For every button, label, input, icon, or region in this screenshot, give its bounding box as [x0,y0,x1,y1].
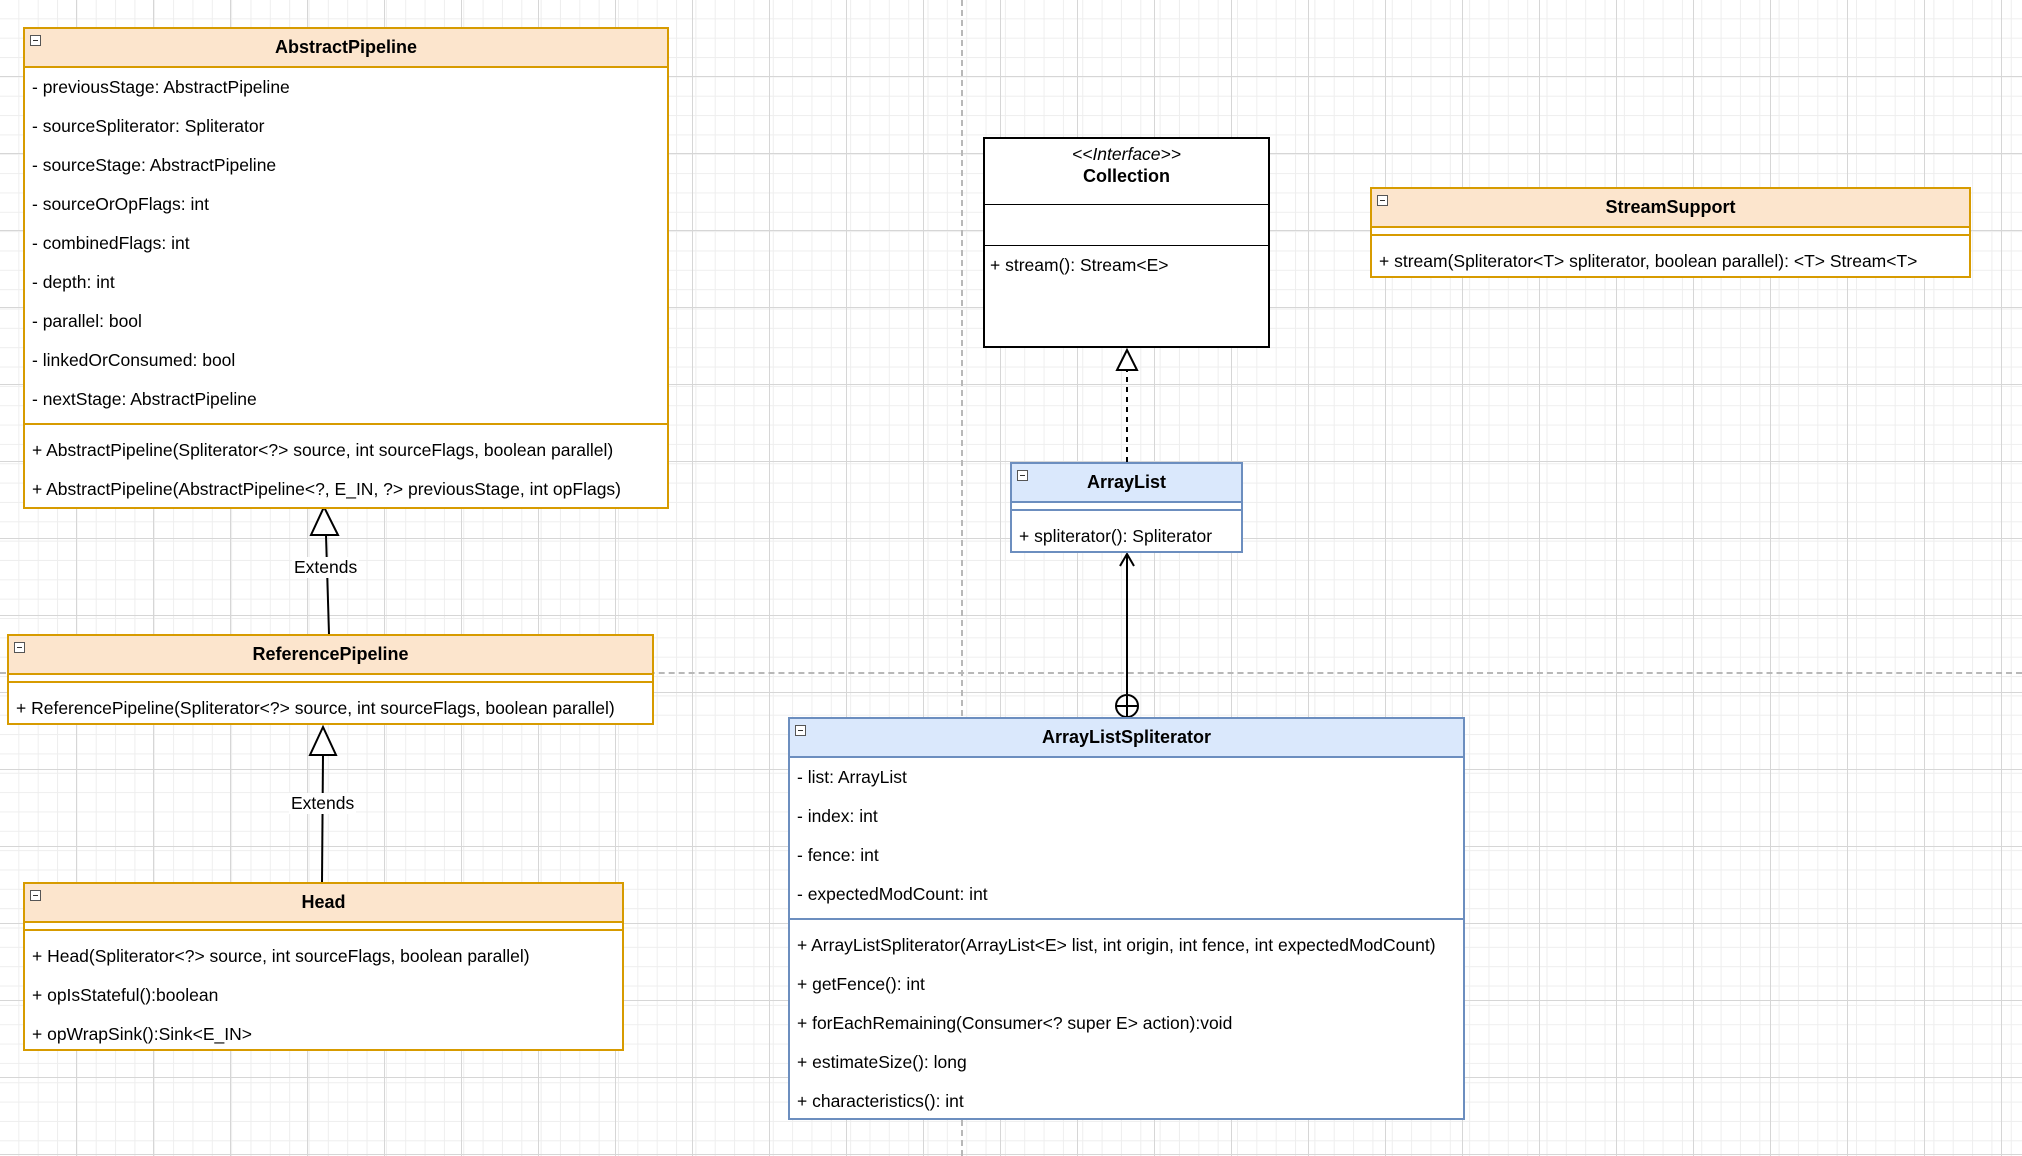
field-row: - expectedModCount: int [797,884,988,904]
field-row: - sourceStage: AbstractPipeline [32,155,277,175]
extends-edge-head-to-reference [321,754,324,883]
class-header[interactable]: ArrayListSpliterator [790,719,1463,758]
class-title: ArrayList [1086,472,1167,492]
class-head[interactable]: Head + Head(Spliterator<?> source, int s… [23,882,624,1051]
extends-edge-reference-to-abstract [325,534,330,635]
field-row: - previousStage: AbstractPipeline [32,77,290,97]
method-row: + forEachRemaining(Consumer<? super E> a… [797,1013,1233,1033]
class-array-list[interactable]: ArrayList + spliterator(): Spliterator [1010,462,1243,553]
field-row: - parallel: bool [32,311,142,331]
class-header[interactable]: StreamSupport [1372,189,1969,228]
open-arrowhead [1119,552,1135,567]
method-row: + ArrayListSpliterator(ArrayList<E> list… [797,935,1436,955]
class-title: Head [301,892,346,912]
class-header[interactable]: ArrayList [1012,464,1241,503]
class-title: AbstractPipeline [274,37,418,57]
collapse-icon[interactable] [1377,195,1388,206]
field-row: - list: ArrayList [797,767,907,787]
interface-title: Collection [1082,166,1170,186]
interface-collection[interactable]: <<Interface>> Collection + stream(): Str… [983,137,1270,348]
class-stream-support[interactable]: StreamSupport + stream(Spliterator<T> sp… [1370,187,1971,278]
compartment-divider [985,204,1268,205]
collapse-icon[interactable] [14,642,25,653]
compartment-divider [25,423,667,425]
class-header[interactable]: Head [25,884,622,923]
class-title: StreamSupport [1605,197,1736,217]
stereotype-label: <<Interface>> [1072,144,1181,164]
field-row: - linkedOrConsumed: bool [32,350,236,370]
compartment-divider [9,681,652,683]
compartment-divider [985,245,1268,246]
method-row: + stream(): Stream<E> [990,255,1169,275]
field-row: - combinedFlags: int [32,233,190,253]
method-row: + ReferencePipeline(Spliterator<?> sourc… [16,698,615,718]
field-row: - index: int [797,806,878,826]
realization-arrowhead [1115,347,1139,371]
extends-label-2: Extends [289,793,357,814]
field-row: - nextStage: AbstractPipeline [32,389,257,409]
collapse-icon[interactable] [795,725,806,736]
field-row: - sourceOrOpFlags: int [32,194,209,214]
compartment-divider [1012,509,1241,511]
collapse-icon[interactable] [30,35,41,46]
field-row: - sourceSpliterator: Spliterator [32,116,265,136]
collapse-icon[interactable] [1017,470,1028,481]
method-row: + Head(Spliterator<?> source, int source… [32,946,530,966]
class-title: ReferencePipeline [252,644,409,664]
method-row: + getFence(): int [797,974,925,994]
extends-label-1: Extends [292,557,360,578]
class-title: ArrayListSpliterator [1041,727,1212,747]
vertical-page-guide [961,0,963,1156]
method-row: + AbstractPipeline(Spliterator<?> source… [32,440,614,460]
generalization-arrowhead [309,504,340,536]
method-row: + estimateSize(): long [797,1052,967,1072]
method-row: + spliterator(): Spliterator [1019,526,1213,546]
compartment-divider [790,918,1463,920]
class-reference-pipeline[interactable]: ReferencePipeline + ReferencePipeline(Sp… [7,634,654,725]
method-row: + AbstractPipeline(AbstractPipeline<?, E… [32,479,622,499]
horizontal-page-guide [0,672,2022,674]
field-row: - depth: int [32,272,115,292]
method-row: + stream(Spliterator<T> spliterator, boo… [1379,251,1918,271]
class-abstract-pipeline[interactable]: AbstractPipeline - previousStage: Abstra… [23,27,669,509]
class-header[interactable]: AbstractPipeline [25,29,667,68]
class-array-list-spliterator[interactable]: ArrayListSpliterator - list: ArrayList -… [788,717,1465,1120]
method-row: + opWrapSink():Sink<E_IN> [32,1024,252,1044]
class-header[interactable]: ReferencePipeline [9,636,652,675]
field-row: - fence: int [797,845,879,865]
generalization-arrowhead [308,724,338,756]
collapse-icon[interactable] [30,890,41,901]
compartment-divider [25,929,622,931]
method-row: + opIsStateful():boolean [32,985,219,1005]
method-row: + characteristics(): int [797,1091,964,1111]
compartment-divider [1372,234,1969,236]
empty-attributes-compartment [985,205,1268,245]
